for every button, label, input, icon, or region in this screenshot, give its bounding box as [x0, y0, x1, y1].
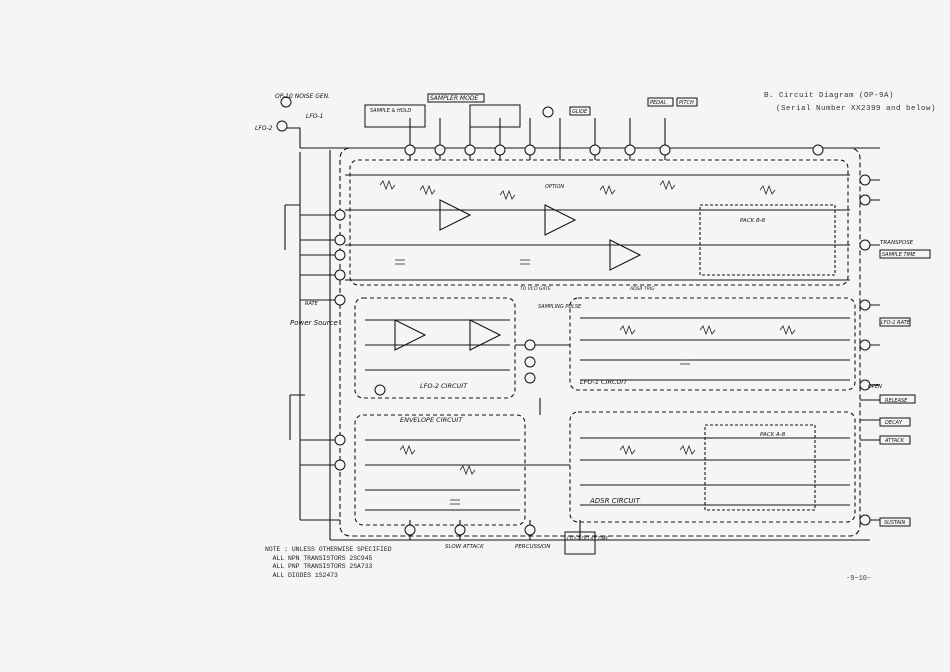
- envelope-circuit-label: ENVELOPE CIRCUIT: [400, 416, 463, 424]
- lfo2-section: [354, 297, 516, 399]
- page-number: -9~10-: [846, 575, 872, 583]
- pitch-label: PITCH: [679, 100, 694, 106]
- sampler-mode-box: [427, 93, 485, 103]
- lfo1-circuit-label: LFO-1 CIRCUIT: [580, 378, 628, 386]
- board-outline: [339, 147, 861, 537]
- lfo1-rate-label: LFO-1 RATE: [881, 320, 911, 326]
- sample-time-label: SAMPLE TIME: [882, 252, 916, 258]
- note-line-1: NOTE : UNLESS OTHERWISE SPECIFIED: [265, 546, 392, 553]
- power-source-label: Power Source: [290, 319, 338, 327]
- lfo2-delay-label: LFO-2 DELAY TIME: [567, 536, 609, 542]
- pack-a: [704, 424, 816, 511]
- note-line-4: ALL DIODES 1S2473: [265, 571, 338, 579]
- envelope-section: [354, 414, 526, 526]
- pack-a-label: PACK A-8: [760, 432, 786, 438]
- diagram-title: B. Circuit Diagram (OP-9A): [764, 92, 895, 100]
- lfo2-circuit-label: LFO-2 CIRCUIT: [420, 382, 468, 390]
- pedal-label: PEDAL: [650, 100, 666, 106]
- note-line-3: ALL PNP TRANSISTORS 2SA733: [265, 563, 373, 571]
- adsr-section: [569, 411, 856, 523]
- lfo1-label: LFO-1: [306, 113, 324, 120]
- lfo2-label: LFO-2: [255, 125, 273, 132]
- glide-label: GLIDE: [572, 109, 588, 115]
- transpose-label: TRANSPOSE: [880, 240, 914, 246]
- attack-label: ATTACK: [884, 438, 905, 444]
- percussion-label: PERCUSSION: [515, 544, 550, 550]
- sampling-pulse-label: SAMPLING PULSE: [538, 304, 582, 310]
- open-label: OPEN: [868, 384, 882, 390]
- lfo1-section: [569, 297, 856, 391]
- adsr-trig-label: ADSR TRIG: [629, 286, 655, 292]
- note-line-2: ALL NPN TRANSISTORS 2SC945: [265, 554, 373, 562]
- option-label: OPTION: [545, 184, 564, 190]
- noise-gen-label: OP-10 NOISE GEN.: [275, 93, 330, 100]
- component-note: NOTE : UNLESS OTHERWISE SPECIFIED ALL NP…: [265, 546, 392, 580]
- sustain-label: SUSTAIN: [884, 520, 905, 526]
- serial-note: (Serial Number XX2399 and below): [776, 105, 937, 113]
- decay-label: DECAY: [885, 420, 903, 426]
- pack-b: [699, 204, 836, 276]
- rate-label: RATE: [305, 301, 319, 307]
- release-label: RELEASE: [885, 398, 908, 404]
- to-vco-label: TO VCO GATE: [520, 286, 551, 292]
- pack-b-label: PACK B-8: [740, 218, 766, 224]
- sampler-mode-label: SAMPLER MODE: [430, 95, 478, 102]
- sample-hold-label: SAMPLE & HOLD: [370, 108, 411, 114]
- slow-attack-label: SLOW ATTACK: [445, 544, 484, 550]
- vcf-section: [349, 159, 849, 286]
- adsr-circuit-label: ADSR CIRCUIT: [589, 497, 641, 505]
